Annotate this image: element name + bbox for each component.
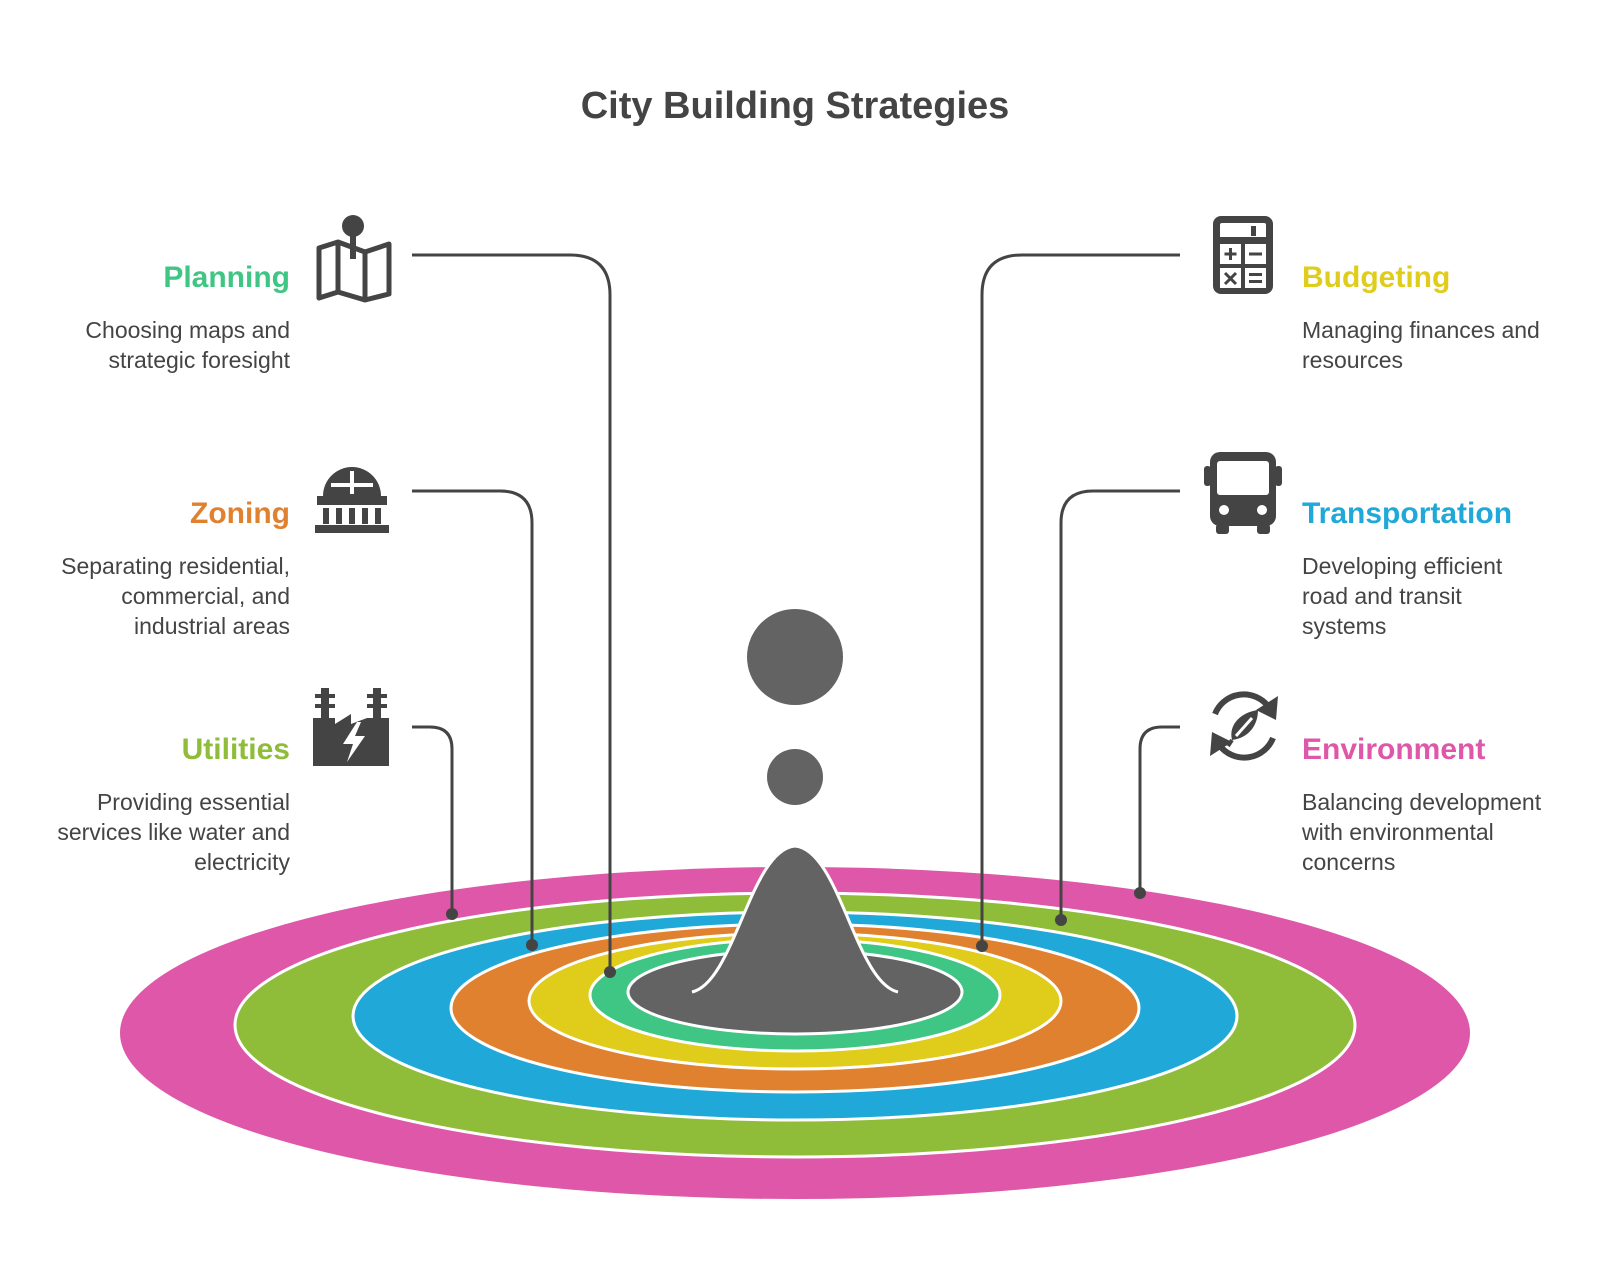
desc-budgeting-line-1: Managing finances and [1302,317,1540,343]
item-environment: Environment Balancing development with e… [1301,733,1542,875]
desc-planning-line-1: Choosing maps and [85,317,290,343]
bus-icon [1204,452,1282,534]
item-planning: Planning Choosing maps and strategic for… [85,261,290,373]
map-icon [316,215,392,303]
connector-environment [1138,725,1180,893]
label-environment: Environment [1302,733,1485,766]
calculator-icon [1213,216,1273,294]
label-planning: Planning [163,261,290,294]
item-budgeting: Budgeting Managing finances and resource… [1302,261,1540,373]
connector-lines [412,253,1180,978]
desc-transportation-line-2: road and transit [1302,583,1462,609]
ripple-rings [120,867,1470,1199]
power-plant-icon [313,688,389,766]
desc-transportation-line-3: systems [1302,613,1386,639]
label-transportation: Transportation [1302,497,1512,530]
item-transportation: Transportation Developing efficient road… [1302,497,1512,639]
item-zoning: Zoning Separating residential, commercia… [61,497,290,639]
droplet-large [747,609,843,705]
droplet-small [767,749,823,805]
recycle-leaf-icon [1210,691,1278,761]
connector-utilities [412,725,454,914]
water-drop-splash [691,609,899,994]
desc-zoning-line-3: industrial areas [134,613,290,639]
desc-utilities-line-3: electricity [194,849,290,875]
desc-utilities-line-1: Providing essential [97,789,290,815]
desc-utilities-line-2: services like water and [57,819,290,845]
splash-peak-rim [691,844,899,994]
desc-zoning-line-2: commercial, and [121,583,290,609]
connector-dot-utilities [446,908,458,920]
connector-dot-zoning [526,939,538,951]
connector-dot-environment [1134,887,1146,899]
desc-environment-line-3: concerns [1302,849,1395,875]
desc-environment-line-2: with environmental [1301,819,1494,845]
desc-environment-line-1: Balancing development [1302,789,1542,815]
connector-dot-budgeting [976,940,988,952]
label-utilities: Utilities [182,733,290,766]
connector-budgeting [980,253,1180,946]
desc-transportation-line-1: Developing efficient [1302,553,1503,579]
connector-zoning [412,489,534,945]
desc-planning-line-2: strategic foresight [108,347,290,373]
desc-budgeting-line-2: resources [1302,347,1403,373]
connector-transportation [1059,489,1180,920]
building-dome-icon [315,467,389,533]
connector-dot-planning [604,966,616,978]
item-utilities: Utilities Providing essential services l… [57,733,290,875]
desc-zoning-line-1: Separating residential, [61,553,290,579]
connector-dot-transportation [1055,914,1067,926]
page-title: City Building Strategies [581,85,1010,127]
splash-peak [692,846,898,992]
connector-planning [412,253,612,972]
label-budgeting: Budgeting [1302,261,1450,294]
label-zoning: Zoning [190,497,290,530]
